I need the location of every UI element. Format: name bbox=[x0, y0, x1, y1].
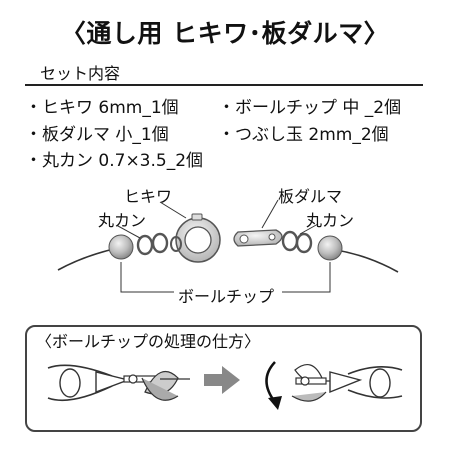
leader-itadaruma bbox=[261, 199, 279, 229]
howto-box bbox=[25, 325, 422, 432]
item-marukan: ・丸カン 0.7×3.5_2個 bbox=[25, 151, 204, 171]
rotate-arrow-icon bbox=[265, 361, 282, 410]
leader-marukan-right bbox=[299, 223, 319, 235]
jump-ring-right-2 bbox=[295, 232, 313, 254]
set-contents-label: セット内容 bbox=[40, 64, 121, 83]
howto-step2-illustration bbox=[291, 363, 403, 402]
label-marukan-right: 丸カン bbox=[306, 211, 355, 230]
ball-tip-left bbox=[108, 234, 134, 260]
item-hikiwa: ・ヒキワ 6mm_1個 bbox=[25, 98, 179, 118]
hikiwa-clasp bbox=[170, 213, 221, 263]
ball-tip-right bbox=[317, 235, 343, 261]
howto-title: 〈ボールチップの処理の仕方〉 bbox=[36, 332, 261, 351]
label-hikiwa: ヒキワ bbox=[124, 187, 173, 206]
item-crimp-bead: ・つぶし玉 2mm_2個 bbox=[218, 125, 389, 145]
itadaruma-tag bbox=[233, 229, 283, 247]
leader-marukan-left bbox=[117, 225, 141, 239]
item-itadaruma: ・板ダルマ 小_1個 bbox=[25, 125, 169, 145]
label-ballchip: ボールチップ bbox=[178, 287, 275, 306]
jump-ring-right-1 bbox=[281, 230, 299, 252]
wire-left bbox=[57, 247, 119, 271]
howto-step1-illustration bbox=[47, 364, 190, 402]
jump-ring-left-1 bbox=[136, 234, 154, 256]
jump-ring-left-2 bbox=[151, 232, 169, 254]
label-itadaruma: 板ダルマ bbox=[278, 187, 343, 206]
leader-hikiwa bbox=[159, 201, 187, 219]
leader-ballchip-right bbox=[282, 262, 331, 293]
wire-right bbox=[335, 249, 399, 273]
divider bbox=[25, 84, 423, 86]
item-ballchip: ・ボールチップ 中 _2個 bbox=[218, 98, 402, 118]
leader-ballchip-left bbox=[120, 262, 174, 293]
label-marukan-left: 丸カン bbox=[98, 211, 147, 230]
howto-arrow-icon bbox=[204, 366, 240, 394]
page-title: 〈通し用 ヒキワ･板ダルマ〉 bbox=[60, 19, 390, 48]
